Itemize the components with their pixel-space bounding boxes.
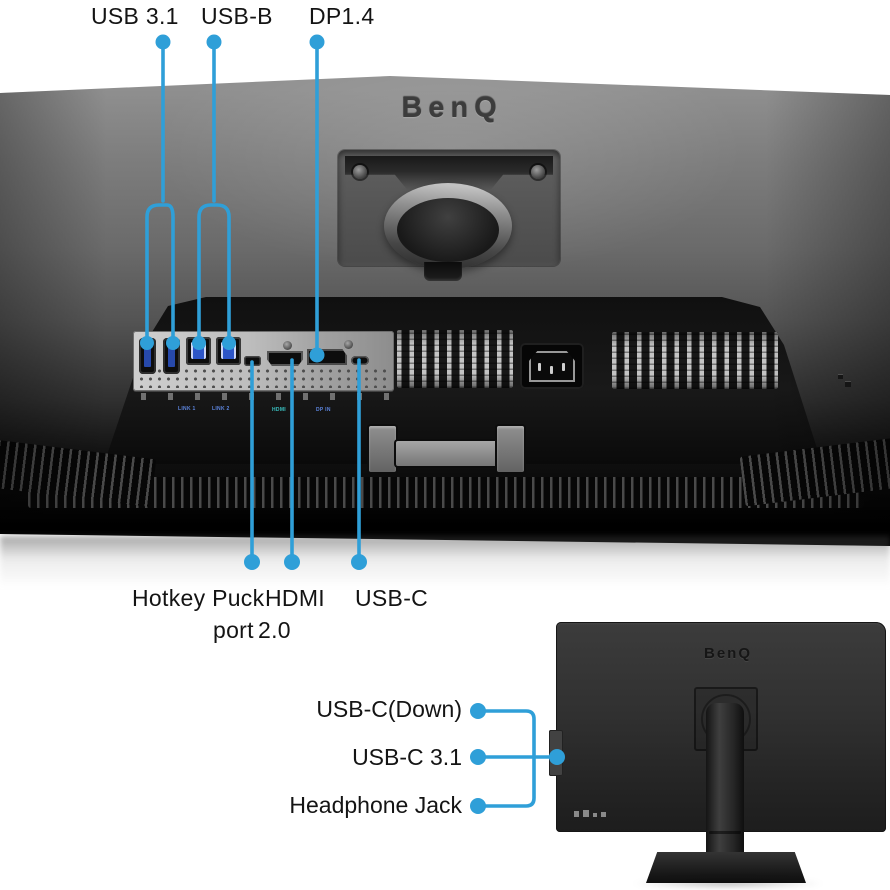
usb-3.1-port-2 bbox=[163, 338, 180, 374]
port-label-hdmi: HDMI bbox=[272, 407, 286, 413]
port-strip-perforation bbox=[137, 367, 390, 388]
speaker-grille bbox=[28, 477, 864, 508]
monitor-shadow bbox=[0, 536, 890, 588]
callout-dot bbox=[309, 34, 325, 50]
label-hdmi-line2: 2.0 bbox=[258, 617, 291, 643]
callout-dot bbox=[470, 749, 486, 765]
port-label-link1: LINK 1 bbox=[178, 406, 196, 412]
callout-dot bbox=[206, 34, 222, 50]
label-headphone-jack: Headphone Jack bbox=[289, 792, 462, 818]
kensington-mark-icon bbox=[845, 381, 851, 387]
vesa-screw-icon bbox=[353, 165, 367, 179]
monitor-back-panel: BenQ LINK 1 LINK 2 HDMI DP IN bbox=[0, 0, 890, 560]
small-monitor-base bbox=[646, 852, 806, 883]
mark-icon bbox=[601, 812, 606, 817]
label-hotkey-puck-line1: Hotkey Puck bbox=[132, 585, 265, 611]
vent-grille-right bbox=[612, 332, 778, 389]
displayport-port bbox=[307, 349, 347, 365]
hdmi-port bbox=[267, 351, 303, 366]
power-pin-icon bbox=[538, 363, 541, 371]
label-usb-c: USB-C bbox=[355, 585, 429, 611]
port-label-dp: DP IN bbox=[316, 407, 331, 413]
power-inlet-socket bbox=[529, 351, 575, 382]
small-regulatory-marks bbox=[574, 810, 606, 817]
usb-b-port-1 bbox=[186, 337, 211, 365]
stand-mount-hole bbox=[397, 198, 499, 262]
port-label-link2: LINK 2 bbox=[212, 406, 230, 412]
usb-b-port-2 bbox=[216, 337, 241, 365]
panel-screw-icon bbox=[283, 341, 292, 350]
small-monitor-stand bbox=[706, 703, 744, 875]
label-usb-b: USB-B bbox=[201, 3, 273, 29]
label-hdmi-line1: HDMI bbox=[265, 585, 325, 611]
usb-c-port bbox=[351, 356, 369, 365]
mark-icon bbox=[574, 811, 579, 817]
label-hotkey-puck-line2: port bbox=[213, 617, 254, 643]
mark-icon bbox=[583, 810, 589, 817]
power-pin-icon bbox=[562, 363, 565, 371]
small-benq-logo: BenQ bbox=[703, 645, 752, 662]
usb-3.1-port-1 bbox=[139, 338, 156, 374]
small-side-port-notch bbox=[549, 730, 563, 776]
label-dp-1-4: DP1.4 bbox=[309, 3, 375, 29]
kensington-mark-icon bbox=[838, 374, 843, 379]
stand-release-tab bbox=[424, 262, 462, 281]
stand-latch-tab-right bbox=[497, 426, 524, 472]
stand-latch-tab-left bbox=[369, 426, 396, 472]
callout-dot bbox=[155, 34, 171, 50]
vent-grille-left bbox=[397, 330, 513, 388]
port-icons-row bbox=[141, 393, 389, 400]
ac-power-inlet bbox=[520, 343, 584, 389]
label-usb-c-down: USB-C(Down) bbox=[316, 696, 462, 722]
panel-screw-icon bbox=[344, 340, 353, 349]
callout-dot bbox=[470, 798, 486, 814]
stand-latch-bar bbox=[396, 441, 497, 466]
mark-icon bbox=[593, 813, 597, 817]
power-pin-icon bbox=[550, 366, 553, 374]
hotkey-puck-port bbox=[244, 356, 261, 366]
callout-bracket-side bbox=[476, 709, 536, 808]
small-monitor-shadow bbox=[630, 879, 826, 888]
vesa-screw-icon bbox=[531, 165, 545, 179]
callout-dot bbox=[470, 703, 486, 719]
label-usb-c-3-1: USB-C 3.1 bbox=[352, 744, 462, 770]
label-usb-3-1: USB 3.1 bbox=[91, 3, 179, 29]
benq-logo: BenQ bbox=[401, 92, 503, 124]
